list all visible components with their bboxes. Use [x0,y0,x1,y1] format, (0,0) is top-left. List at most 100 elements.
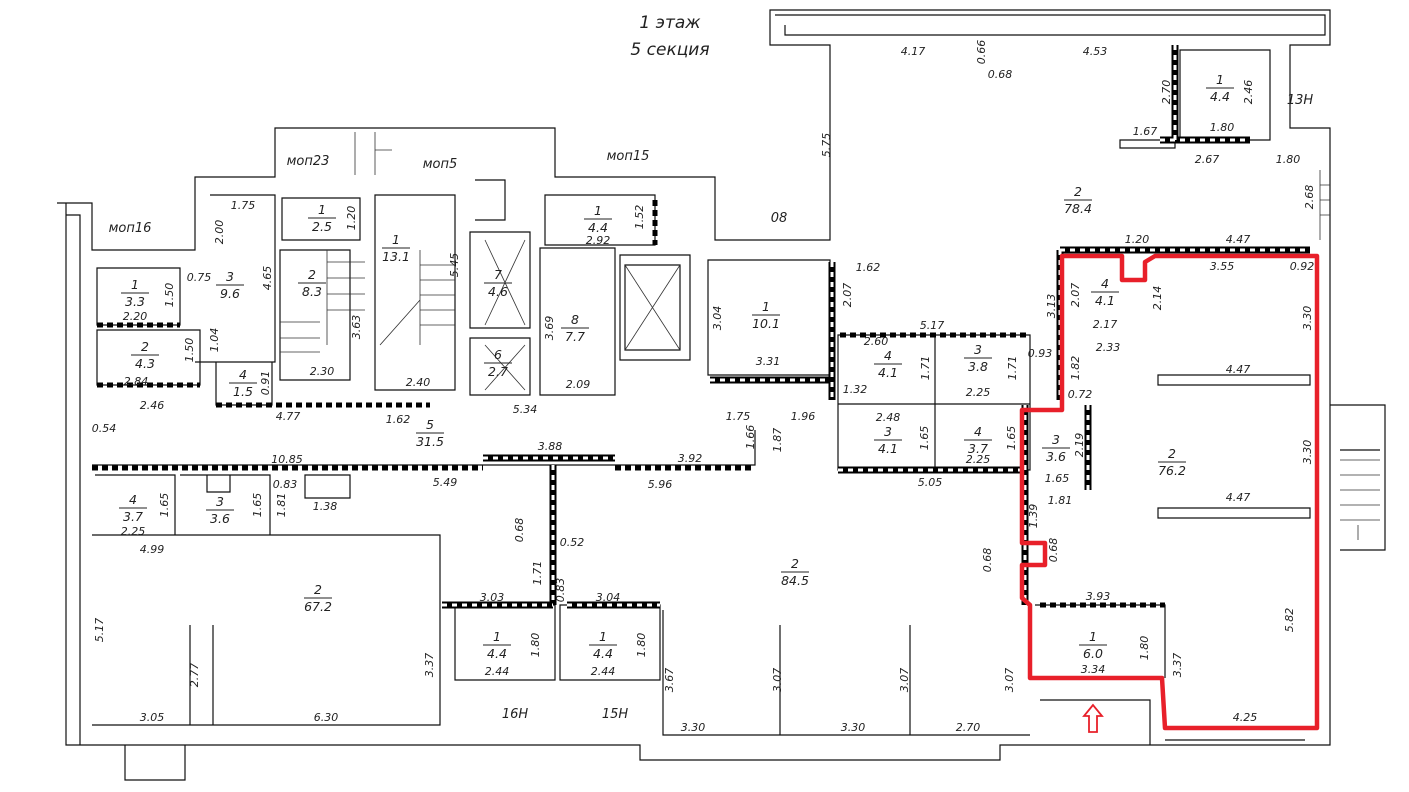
dimension-label: 1.71 [531,561,544,586]
dimension-label: 3.30 [1301,440,1314,465]
dimension-label: 0.83 [554,578,567,603]
dimension-label: 1.50 [183,338,196,363]
dimension-label: 3.03 [480,591,505,604]
room-number: 1 [599,629,607,644]
dimension-label: 1.71 [1006,356,1019,381]
room-area: 4.4 [593,646,613,661]
dimension-label: 3.04 [596,591,621,604]
dimension-label: 1.80 [1276,153,1301,166]
room-number: 4 [974,424,982,439]
room-area: 9.6 [220,286,240,301]
room-area: 13.1 [382,249,410,264]
room-area: 3.6 [210,511,230,526]
dimension-label: 5.45 [448,253,461,278]
dimension-label: 3.63 [350,315,363,340]
dimension-label: 1.80 [529,633,542,658]
dimension-label: 2.25 [121,525,146,538]
room-area: 6.0 [1083,646,1103,661]
room-number: 1 [318,202,326,217]
dimension-label: 1.62 [856,261,881,274]
dimension-label: 3.30 [1301,306,1314,331]
dimension-label: 2.46 [1242,80,1255,105]
room-area: 31.5 [416,434,444,449]
dimension-label: 3.37 [1171,653,1184,678]
dimension-label: 4.77 [276,410,301,423]
dimension-label: 5.75 [820,133,833,158]
dimension-label: 2.30 [310,365,335,378]
space-label: 15Н [602,707,629,722]
dimension-label: 5.17 [93,618,106,643]
dimension-label: 3.07 [771,668,784,693]
room-area: 3.8 [968,359,988,374]
room-area: 78.4 [1064,201,1092,216]
room-area: 7.7 [565,329,585,344]
room-number: 1 [594,203,602,218]
dimension-label: 2.33 [1096,341,1121,354]
dimension-label: 3.07 [898,668,911,693]
room-number: 2 [1168,446,1176,461]
room-labels: 13.324.339.641.512.528.3113.174.662.787.… [119,72,1234,661]
dimension-label: 2.92 [586,234,611,247]
dimension-label: 1.65 [1045,472,1070,485]
dimension-label: 3.31 [756,355,781,368]
room-number: 1 [1089,629,1097,644]
room-area: 4.1 [878,441,898,456]
dimension-label: 4.47 [1226,491,1251,504]
dimension-label: 2.07 [841,283,854,308]
dimension-label: 5.49 [433,476,458,489]
dimension-label: 0.66 [975,40,988,65]
dimension-label: 1.65 [158,493,171,518]
room-number: 1 [392,232,400,247]
room-area: 10.1 [752,316,780,331]
dimension-label: 2.40 [406,376,431,389]
dimension-label: 0.68 [981,548,994,573]
room-area: 84.5 [781,573,809,588]
dimension-label: 2.44 [591,665,616,678]
walls [57,9,1386,781]
dimension-label: 1.80 [1138,636,1151,661]
dimension-label: 0.52 [560,536,585,549]
room-number: 2 [1074,184,1082,199]
dimension-label: 10.85 [271,453,303,466]
space-label: 16Н [502,707,529,722]
dimension-label: 2.68 [1303,185,1316,210]
dimension-label: 1.96 [791,410,816,423]
dimension-label: 4.65 [261,266,274,291]
dimension-label: 0.92 [1290,260,1315,273]
room-area: 4.1 [1095,293,1115,308]
space-label: 08 [771,211,788,226]
dimension-label: 1.81 [275,493,288,518]
dimension-label: 4.17 [901,45,926,58]
dimension-label: 5.82 [1283,608,1296,633]
dimension-label: 0.54 [92,422,117,435]
dimension-label: 1.52 [633,205,646,230]
room-number: 3 [974,342,982,357]
dimension-label: 1.66 [744,425,757,450]
dimension-label: 0.91 [259,371,272,396]
dimension-label: 1.75 [231,199,256,212]
dimension-label: 5.96 [648,478,673,491]
space-label: моп23 [287,154,330,169]
room-number: 1 [762,299,770,314]
dimension-label: 1.87 [771,428,784,453]
room-area: 2.5 [312,219,332,234]
dimension-label: 1.71 [919,356,932,381]
room-area: 4.3 [135,356,155,371]
room-number: 2 [314,582,322,597]
room-area: 4.4 [487,646,507,661]
room-number: 2 [308,267,316,282]
dimension-label: 1.65 [1005,426,1018,451]
room-number: 4 [239,367,247,382]
dimension-label: 2.46 [140,399,165,412]
space-label: моп15 [607,149,650,164]
dimension-label: 3.13 [1045,294,1058,319]
room-area: 3.3 [125,294,145,309]
dimension-label: 3.93 [1086,590,1111,603]
dimension-label: 2.44 [485,665,510,678]
room-area: 4.1 [878,365,898,380]
dimension-label: 1.80 [635,633,648,658]
section-title: 5 секция [630,40,709,60]
dimension-label: 1.32 [843,383,868,396]
